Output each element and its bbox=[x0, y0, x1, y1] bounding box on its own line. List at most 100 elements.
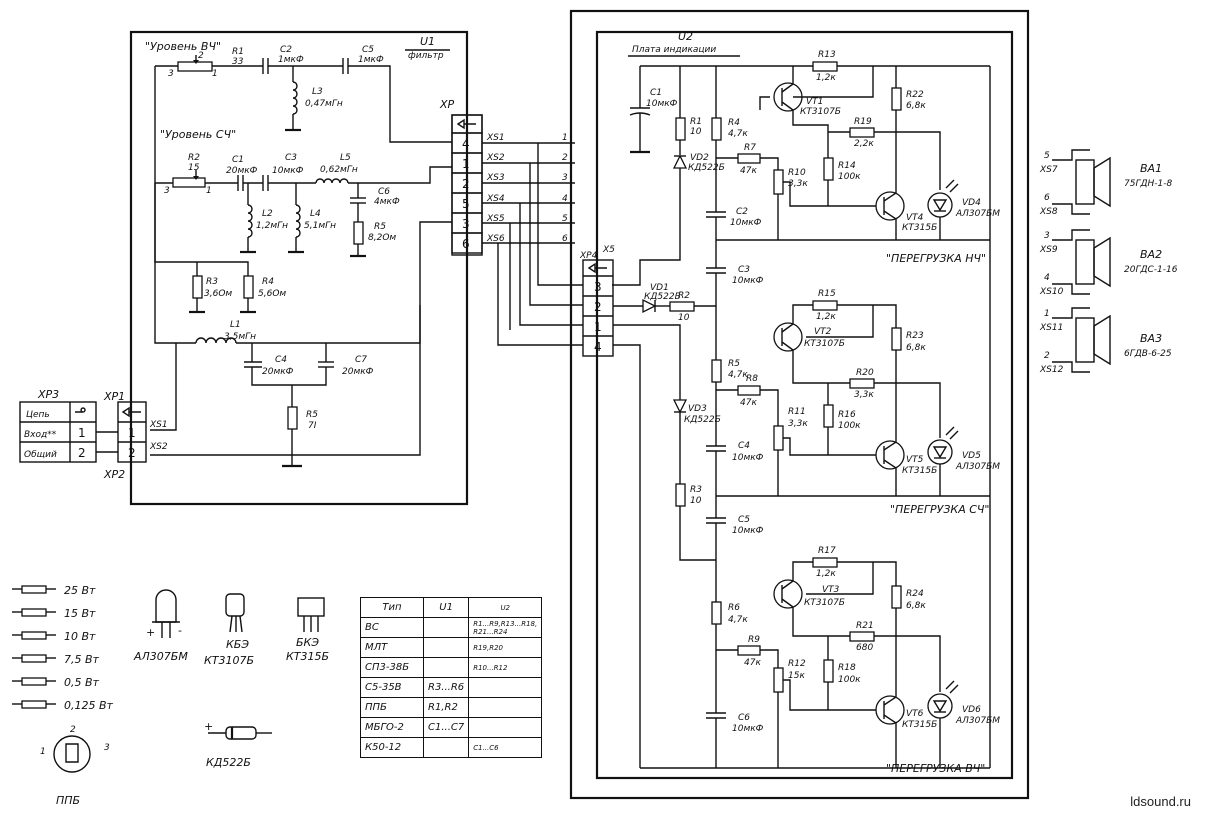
u2-vt4-ref: VT4 bbox=[906, 213, 924, 223]
xs2-ref: XS2 bbox=[149, 442, 168, 452]
u2-c1-val: 10мкФ bbox=[646, 99, 678, 109]
u2-r14-ref: R14 bbox=[838, 161, 856, 171]
power-legend: 25 Вт 15 Вт 10 Вт 7,5 Вт 0,5 Вт 0,125 Вт bbox=[12, 584, 114, 712]
u2-inner-frame bbox=[595, 30, 1014, 780]
svg-text:1: 1 bbox=[78, 426, 86, 440]
u2-ref: U2 bbox=[678, 30, 693, 43]
u2-r19-ref: R19 bbox=[854, 117, 872, 127]
u2-r18-ref: R18 bbox=[838, 663, 856, 673]
u2-vd5-led bbox=[927, 439, 953, 465]
u1-c2-val: 1мкФ bbox=[278, 55, 304, 65]
u2-r1-resistor bbox=[675, 117, 686, 141]
speaker-ba1-ref: BA1 bbox=[1140, 162, 1162, 175]
speaker-ba2: 3 XS9 4 XS10 BA2 20ГДС-1-16 bbox=[1039, 229, 1178, 297]
svg-text:2: 2 bbox=[128, 446, 136, 460]
u2-r4-val: 4,7к bbox=[728, 129, 748, 139]
u1-l1-ref: L1 bbox=[230, 320, 241, 330]
u2-r17-resistor bbox=[812, 557, 838, 568]
u1-l1-val: 3,5мГн bbox=[224, 332, 256, 342]
u1-r1-pot bbox=[177, 61, 213, 72]
u1-c1-ref: C1 bbox=[232, 155, 244, 165]
u1-c6-ref: C6 bbox=[378, 187, 390, 197]
svg-text:+: + bbox=[204, 720, 213, 733]
speaker-ba2-pin3: 3 bbox=[1044, 231, 1050, 241]
speaker-ba1-xs7: XS7 bbox=[1039, 165, 1058, 175]
u2-r23-resistor bbox=[891, 327, 902, 351]
u1-r3-val: 3,6Ом bbox=[204, 289, 232, 299]
u2-vt5-transistor bbox=[875, 440, 905, 470]
svg-text:5: 5 bbox=[462, 197, 470, 211]
speaker-ba2-pin4: 4 bbox=[1044, 273, 1050, 283]
u2-r1-val: 10 bbox=[690, 127, 702, 137]
table-header-type: Тип bbox=[360, 597, 424, 618]
svg-text:4: 4 bbox=[562, 194, 568, 204]
u1-filter-frame bbox=[129, 30, 469, 506]
u2-vd2-diode bbox=[672, 154, 688, 169]
diode-outline: + КД522Б bbox=[204, 720, 272, 769]
svg-text:1: 1 bbox=[562, 133, 568, 143]
svg-text:3: 3 bbox=[594, 280, 602, 294]
u1-r4-val: 5,6Ом bbox=[258, 289, 286, 299]
u1-r3-resistor bbox=[192, 275, 203, 299]
u2-r7-ref: R7 bbox=[744, 143, 756, 153]
u2-vt4-transistor bbox=[875, 191, 905, 221]
u1-r2-ref: R2 bbox=[188, 153, 200, 163]
u2-r3-ref: R3 bbox=[690, 485, 702, 495]
u2-r7-resistor bbox=[737, 153, 761, 164]
u1-r5b-val: 8,2Ом bbox=[368, 233, 396, 243]
u2-r3-resistor bbox=[675, 483, 686, 507]
speaker-ba3: 1 XS11 2 XS12 BA3 6ГДВ-6-25 bbox=[1039, 307, 1172, 375]
u1-l3-val: 0,47мГн bbox=[305, 99, 343, 109]
u1-r1-val: 33 bbox=[232, 57, 244, 67]
speaker-ba3-ref: BA3 bbox=[1140, 332, 1162, 345]
speaker-ba3-xs11: XS11 bbox=[1039, 323, 1063, 333]
u2-r5-ref: R5 bbox=[728, 359, 740, 369]
svg-text:1: 1 bbox=[462, 157, 470, 171]
xp3-row-common: Общий bbox=[24, 450, 57, 460]
u2-r9-val: 47к bbox=[744, 658, 761, 668]
svg-text:0,125 Вт: 0,125 Вт bbox=[64, 699, 114, 712]
u2-vt5-ref: VT5 bbox=[906, 455, 924, 465]
kt315-outline-label: КТ315Б bbox=[286, 650, 329, 663]
u2-vt6-transistor bbox=[875, 695, 905, 725]
xp3-row-input: Вход** bbox=[24, 430, 57, 440]
u2-vt1-ref: VT1 bbox=[806, 97, 823, 107]
u2-r12-ref: R12 bbox=[788, 659, 806, 669]
u1-name: фильтр bbox=[408, 51, 444, 61]
u2-c4-val: 10мкФ bbox=[732, 453, 764, 463]
u1-r2-pin1: 1 bbox=[206, 186, 212, 196]
u2-vt4-val: КТ315Б bbox=[902, 223, 937, 233]
svg-text:+: + bbox=[146, 626, 155, 639]
u2-r8-resistor bbox=[737, 385, 761, 396]
u2-r22-val: 6,8к bbox=[906, 101, 926, 111]
u2-r16-resistor bbox=[823, 404, 834, 428]
u1-l2-ref: L2 bbox=[262, 209, 273, 219]
pot-outline: 2 1 3 ППБ bbox=[40, 725, 110, 807]
xp-socket-labels: XS1 XS2 XS3 XS4 XS5 XS6 1 2 3 4 5 6 bbox=[486, 133, 568, 244]
u2-outer-frame bbox=[569, 9, 1030, 800]
speaker-ba3-model: 6ГДВ-6-25 bbox=[1124, 349, 1172, 359]
svg-text:2: 2 bbox=[462, 177, 470, 191]
u2-r23-val: 6,8к bbox=[906, 343, 926, 353]
u2-r7-val: 47к bbox=[740, 166, 757, 176]
u2-c5-val: 10мкФ bbox=[732, 526, 764, 536]
svg-text:4: 4 bbox=[594, 340, 602, 354]
svg-text:XS5: XS5 bbox=[486, 214, 505, 224]
u2-overload-hf: "ПЕРЕГРУЗКА ВЧ" bbox=[886, 762, 985, 775]
u2-r2-ref: R2 bbox=[678, 291, 690, 301]
u2-r15-ref: R15 bbox=[818, 289, 836, 299]
u2-r10-val: 3,3к bbox=[788, 179, 808, 189]
u2-vd6-ref: VD6 bbox=[962, 705, 981, 715]
u1-l5-ref: L5 bbox=[340, 153, 351, 163]
u1-l4-val: 5,1мГн bbox=[304, 221, 336, 231]
u1-r5-val: 7I bbox=[308, 421, 317, 431]
svg-text:4: 4 bbox=[462, 137, 470, 151]
u2-overload-lf: "ПЕРЕГРУЗКА НЧ" bbox=[886, 252, 986, 265]
u2-r21-val: 680 bbox=[856, 643, 873, 653]
u1-l5-val: 0,62мГн bbox=[320, 165, 358, 175]
svg-text:3: 3 bbox=[104, 743, 110, 753]
u2-vd6-val: АЛ307БМ bbox=[955, 716, 1000, 726]
